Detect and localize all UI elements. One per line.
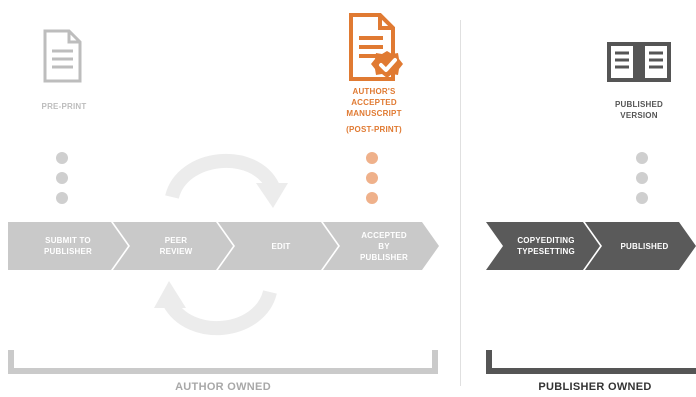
section-divider bbox=[460, 20, 461, 386]
published-dot-2 bbox=[636, 172, 648, 184]
cycle-arrow-top-icon bbox=[150, 145, 292, 209]
submit-step-line1: SUBMIT TO bbox=[45, 236, 91, 245]
publisher-owned-label: PUBLISHER OWNED bbox=[538, 381, 652, 393]
published-step-line1: PUBLISHED bbox=[620, 241, 669, 251]
accepted-dot-3 bbox=[366, 192, 378, 204]
accepted-step-line3: PUBLISHER bbox=[359, 252, 409, 262]
process-step-peer-review: PEER REVIEW bbox=[113, 222, 233, 270]
process-step-copyediting: COPYEDITING TYPESETTING bbox=[486, 222, 600, 270]
accepted-dot-1 bbox=[366, 152, 378, 164]
published-label-line1: PUBLISHED bbox=[614, 100, 664, 109]
publisher-ownership-bracket bbox=[486, 350, 696, 374]
accepted-label-line4: (POST-PRINT) bbox=[346, 125, 402, 134]
published-label-line2: VERSION bbox=[620, 111, 658, 120]
edit-step-line1: EDIT bbox=[271, 241, 291, 251]
published-dot-3 bbox=[636, 192, 648, 204]
preprint-dot-1 bbox=[56, 152, 68, 164]
process-step-accepted: ACCEPTED BY PUBLISHER bbox=[323, 222, 439, 270]
accepted-step-line2: BY bbox=[378, 241, 390, 251]
preprint-label: PRE-PRINT bbox=[41, 102, 87, 111]
preprint-dot-3 bbox=[56, 192, 68, 204]
accepted-dot-2 bbox=[366, 172, 378, 184]
accepted-label-line2: ACCEPTED bbox=[351, 98, 397, 107]
process-step-published: PUBLISHED bbox=[585, 222, 696, 270]
accepted-step-line1: ACCEPTED bbox=[361, 230, 407, 240]
document-icon bbox=[39, 28, 85, 84]
accepted-label-line3: MANUSCRIPT bbox=[346, 109, 402, 118]
copyediting-step-line1: COPYEDITING bbox=[517, 236, 575, 245]
preprint-dot-2 bbox=[56, 172, 68, 184]
author-ownership-bracket bbox=[8, 350, 438, 374]
open-book-icon bbox=[605, 38, 673, 86]
accepted-label-line1: AUTHOR'S bbox=[352, 87, 396, 96]
copyediting-step-line2: TYPESETTING bbox=[517, 247, 575, 256]
process-step-submit: SUBMIT TO PUBLISHER bbox=[8, 222, 128, 270]
author-owned-label: AUTHOR OWNED bbox=[175, 381, 271, 393]
certified-document-icon bbox=[346, 12, 404, 82]
cycle-arrow-bottom-icon bbox=[150, 280, 292, 344]
process-step-edit: EDIT bbox=[218, 222, 338, 270]
submit-step-line2: PUBLISHER bbox=[43, 247, 93, 256]
peer-review-step-line1: PEER bbox=[164, 236, 188, 245]
peer-review-step-line2: REVIEW bbox=[159, 247, 193, 256]
published-dot-1 bbox=[636, 152, 648, 164]
